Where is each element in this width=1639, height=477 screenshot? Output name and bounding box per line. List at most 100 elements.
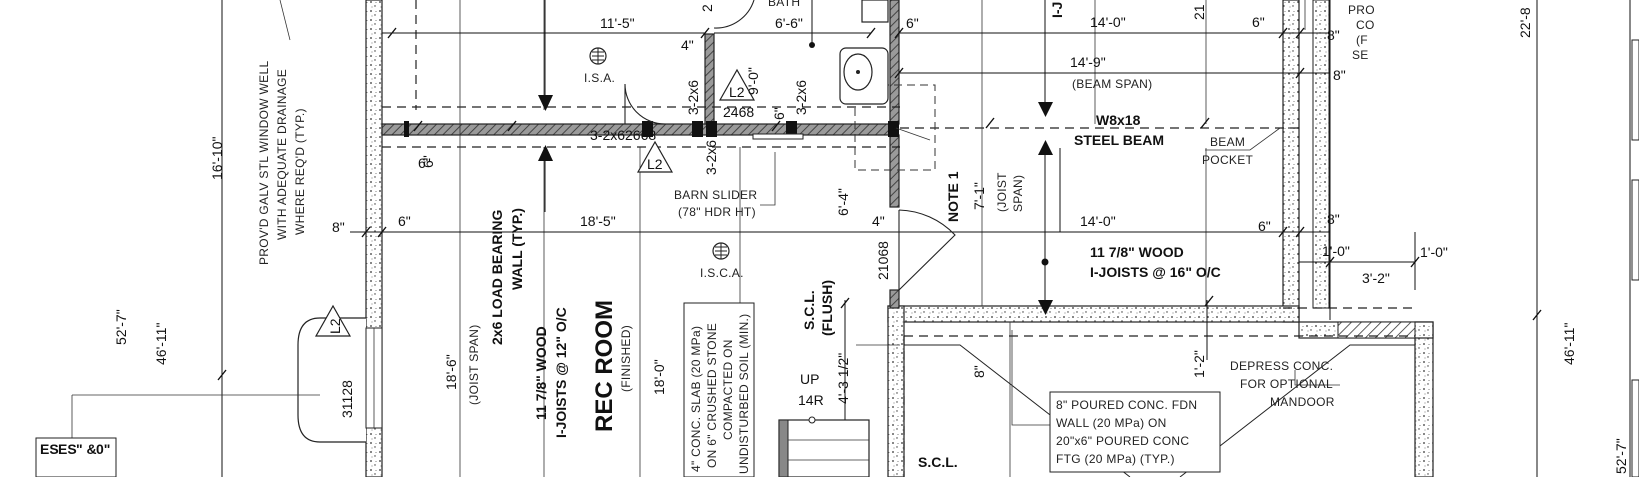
dim-1-0a: 1'-0": [1322, 243, 1350, 259]
post-a: [642, 121, 653, 137]
load-wall-label-1: 2x6 LOAD BEARING: [489, 210, 505, 345]
door-21068-label: 21068: [875, 241, 891, 280]
note-1-label: NOTE 1: [945, 171, 961, 222]
dim-16-10: 16'-10": [209, 137, 225, 180]
depress-label-3: MANDOOR: [1270, 395, 1335, 409]
dim-8a: 8": [1327, 27, 1340, 43]
right-cut-3: (F: [1356, 33, 1368, 47]
dim-6g: 6": [1258, 218, 1271, 234]
bath-label: BATH: [768, 0, 800, 9]
dim-4-3-1-2: 4'-3 1/2": [835, 353, 851, 404]
dim-8c: 8": [332, 219, 345, 235]
fdn-note-box: [1049, 391, 1221, 473]
beam-pocket-label-1: BEAM: [1210, 135, 1245, 149]
fdn-note-4: FTG (20 MPa) (TYP.): [1056, 452, 1175, 466]
joist-span-rec-label: (JOIST SPAN): [467, 325, 481, 406]
dim-14-0a: 14'-0": [1090, 14, 1126, 30]
hdr-3-2x6-label-left: 3-2x6: [590, 127, 625, 143]
l2-tag-mid: [636, 140, 674, 173]
wood-joists-label-1: 11 7/8" WOOD: [1090, 244, 1184, 260]
right-cut-2: CO: [1356, 18, 1375, 32]
dim-14-0b: 14'-0": [1080, 213, 1116, 229]
toilet-tank: [861, 0, 889, 23]
window-31128-label: 31128: [339, 380, 355, 418]
door-swing-2668: [624, 83, 666, 125]
dim-46-11b: 46'-11": [1561, 323, 1577, 365]
depress-label-2: FOR OPTIONAL: [1240, 377, 1333, 391]
risers-label: 14R: [798, 392, 824, 408]
left-cut-3: " &: [76, 441, 97, 457]
dim-7-1: 7'-1": [971, 182, 987, 210]
dim-1-0b: 1'-0": [1420, 244, 1448, 260]
fdn-note-1: 8" POURED CONC. FDN: [1056, 398, 1197, 412]
dim-1-2: 1'-2": [1191, 350, 1207, 378]
door-2668-label: 2668: [625, 127, 656, 143]
load-wall-label-2: WALL (TYP.): [509, 208, 525, 290]
rec-room-title: REC ROOM: [591, 300, 618, 432]
dim-6c: 6": [418, 155, 431, 171]
stair-wall-right: [889, 134, 900, 208]
isa-symbol: [589, 47, 607, 65]
rec-room-finished: (FINISHED): [619, 325, 633, 392]
dim-8d: 8": [1327, 211, 1340, 227]
window-well-note-3: WHERE REQ'D (TYP.): [293, 108, 307, 235]
slab-note-3: COMPACTED ON: [721, 339, 735, 440]
depress-label-1: DEPRESS CONC.: [1230, 359, 1333, 373]
slab-note-box: [683, 302, 755, 477]
dim-6-4: 6'-4": [835, 188, 851, 216]
dim-6d: 6": [420, 155, 436, 168]
joist-span-a: (JOIST: [995, 172, 1009, 212]
dim-3-2: 3'-2": [1362, 270, 1390, 286]
dim-6-6: 6'-6": [775, 15, 803, 31]
dim-14-9: 14'-9": [1070, 54, 1106, 70]
scl-flush-label-1: S.C.L.: [801, 290, 817, 330]
beam-pocket-label-2: POCKET: [1202, 153, 1254, 167]
dim-52-7a: 52'-7": [113, 309, 129, 345]
beam-span-label: (BEAM SPAN): [1072, 77, 1152, 91]
fdn-note-2: WALL (20 MPa) ON: [1056, 416, 1167, 430]
up-label: UP: [800, 371, 819, 387]
left-cut-4: 0": [96, 441, 110, 457]
bath-wall-right: [889, 0, 900, 125]
door-swing-21068: [898, 209, 956, 291]
ij-top-label: I-J: [1049, 2, 1065, 18]
hdr-3-2x6-label-c: 3-2x6: [703, 140, 719, 175]
door-top-bath: [713, 0, 755, 29]
wood-joists-label-2: I-JOISTS @ 16" O/C: [1090, 264, 1221, 280]
mandoor-depression: [1337, 321, 1416, 339]
right-cut-1: PRO: [1348, 3, 1375, 17]
dim-4a: 4": [681, 37, 694, 53]
rec-joists-label-1: 11 7/8" WOOD: [533, 326, 549, 420]
l2-window-label: L2: [327, 318, 343, 334]
post-d: [786, 121, 797, 137]
post-b: [692, 121, 703, 137]
dim-6f: 6": [398, 213, 411, 229]
dim-6a: 6": [906, 15, 919, 31]
left-note-box: [35, 437, 117, 477]
dim-8e: 8": [971, 365, 987, 378]
dim-11-5: 11'-5": [600, 15, 635, 31]
left-cut-1: ES: [40, 441, 59, 457]
hdr-3-2x6-label-b: 3-2x6: [685, 80, 701, 115]
right-cut-4: SE: [1352, 48, 1369, 62]
isa-label: I.S.A.: [584, 71, 615, 85]
scl-flush-label-2: (FLUSH): [819, 280, 835, 336]
steel-beam-label: STEEL BEAM: [1074, 132, 1164, 148]
post-c: [706, 121, 717, 137]
dim-18-6: 18'-6": [443, 354, 459, 390]
fdn-wall-right: [1282, 0, 1300, 323]
hdr-3-2x6-label-d: 3-2x6: [793, 80, 809, 115]
slab-note-1: 4" CONC. SLAB (20 MPa): [689, 326, 703, 472]
bath-wall-vertical: [704, 33, 715, 125]
joist-span-b: SPAN): [1011, 175, 1025, 212]
fdn-note-3: 20"x6" POURED CONC: [1056, 434, 1189, 448]
barn-slider-label: BARN SLIDER: [674, 188, 757, 202]
stair-opening-dashed: [854, 84, 936, 171]
garage-fdn-right: [1414, 321, 1434, 477]
window-well: [297, 317, 366, 443]
isca-label: I.S.C.A.: [700, 266, 744, 280]
rec-joists-label-2: I-JOISTS @ 12" O/C: [553, 307, 569, 438]
slab-note-4: UNDISTURBED SOIL (MIN.): [737, 314, 751, 474]
beam-size-label: W8x18: [1096, 112, 1141, 128]
